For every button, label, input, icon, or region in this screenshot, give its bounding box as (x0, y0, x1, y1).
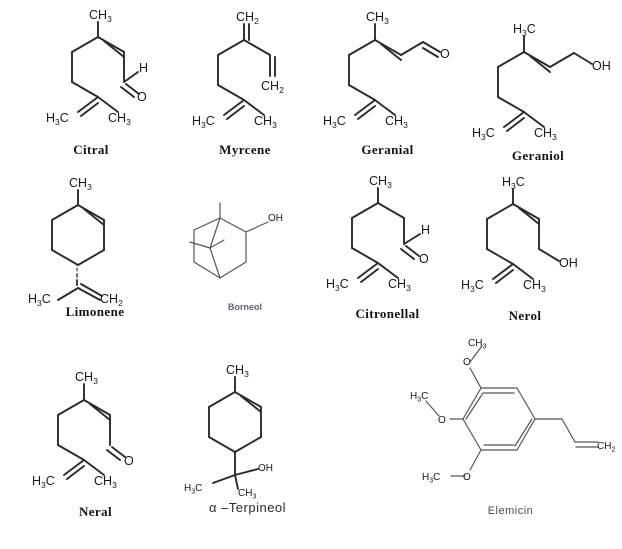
label-geraniol: Geraniol (511, 148, 565, 163)
label-citral: Citral (73, 142, 109, 157)
borneol-hydroxyl: OH (268, 213, 283, 224)
label-limonene: Limonene (65, 304, 125, 319)
structure-borneol: OH Borneol (180, 200, 310, 325)
label-citronellal: Citronellal (355, 306, 420, 321)
citral-methyl-left: H3C (46, 111, 69, 127)
alpha-terpineol-methyl-right: CH3 (238, 488, 256, 501)
label-nerol: Nerol (508, 308, 542, 323)
neral-methyl-left: H3C (32, 474, 55, 490)
geraniol-methyl-top: H3C (513, 22, 536, 38)
label-geranial: Geranial (361, 142, 414, 157)
geraniol-hydroxyl: OH (592, 59, 611, 73)
structure-citral: CH3 H O H3C CH3 Citral (26, 4, 156, 164)
citronellal-methyl-top: CH3 (369, 174, 392, 190)
citronellal-skeleton: CH3 H O H3C CH3 (326, 174, 430, 293)
elemicin-methoxy-bottom-o: O (463, 472, 471, 483)
structure-limonene: CH3 H3C CH2 Limonene (28, 172, 160, 327)
label-myrcene: Myrcene (219, 142, 271, 157)
limonene-methyl-top: CH3 (69, 176, 92, 192)
alpha-terpineol-skeleton: OH H3C CH3 CH3 (184, 363, 273, 501)
nerol-skeleton: H3C OH H3C CH3 (461, 175, 578, 294)
elemicin-methoxy-top-methyl: CH3 (468, 338, 486, 351)
myrcene-methylene-top: CH2 (236, 10, 259, 26)
nerol-hydroxyl: OH (559, 256, 578, 270)
label-borneol: Borneol (227, 302, 262, 312)
elemicin-methoxy-left-methyl: H3C (410, 391, 428, 404)
neral-skeleton: CH3 O H3C CH3 (32, 370, 134, 490)
myrcene-skeleton: CH2 CH2 H3C CH3 (192, 10, 284, 130)
elemicin-methoxy-left-o: O (438, 415, 446, 426)
geranial-methyl-right: CH3 (385, 114, 408, 130)
nerol-methyl-top: H3C (502, 175, 525, 191)
citral-methyl-right: CH3 (108, 111, 131, 127)
geranial-methyl-top: CH3 (366, 10, 389, 26)
structure-nerol: H3C OH H3C CH3 Nerol (455, 172, 595, 328)
citronellal-methyl-right: CH3 (388, 277, 411, 293)
geranial-methyl-left: H3C (323, 114, 346, 130)
elemicin-methoxy-bottom-methyl: H3C (422, 472, 440, 485)
elemicin-methoxy-top-o: O (463, 357, 471, 368)
neral-carbonyl-o: O (124, 454, 134, 468)
geranial-carbonyl-o: O (440, 47, 450, 61)
structure-geranial: CH3 O H3C CH3 Geranial (320, 4, 455, 164)
limonene-methyl-left: H3C (28, 292, 51, 308)
structure-neral: CH3 O H3C CH3 Neral (28, 360, 163, 520)
neral-methyl-right: CH3 (94, 474, 117, 490)
citral-methyl-top: CH3 (89, 8, 112, 24)
citral-carbonyl-o: O (137, 90, 147, 104)
limonene-skeleton: CH3 H3C CH2 (28, 176, 123, 308)
myrcene-methyl-right: CH3 (254, 114, 277, 130)
elemicin-skeleton: CH3 O H3C O O H3C CH2 (410, 338, 615, 485)
structure-alpha-terpineol: OH H3C CH3 CH3 α –Terpineol (180, 358, 315, 523)
label-neral: Neral (78, 504, 113, 519)
citronellal-methyl-left: H3C (326, 277, 349, 293)
structure-elemicin: CH3 O H3C O O H3C CH2 Elemicin (408, 338, 615, 540)
alpha-terpineol-methyl-left: H3C (184, 483, 202, 496)
geraniol-methyl-right: CH3 (534, 126, 557, 142)
myrcene-methyl-left: H3C (192, 114, 215, 130)
label-elemicin: Elemicin (487, 505, 534, 517)
citronellal-carbonyl-o: O (419, 252, 429, 266)
structure-citronellal: CH3 H O H3C CH3 Citronellal (320, 170, 455, 328)
limonene-methylene: CH2 (100, 292, 123, 308)
nerol-methyl-right: CH3 (523, 278, 546, 294)
alpha-terpineol-hydroxyl: OH (258, 463, 273, 474)
structure-myrcene: CH2 CH2 H3C CH3 Myrcene (180, 4, 310, 164)
myrcene-methylene-right: CH2 (261, 79, 284, 95)
nerol-methyl-left: H3C (461, 278, 484, 294)
neral-methyl-top: CH3 (75, 370, 98, 386)
alpha-terpineol-methyl-top: CH3 (226, 363, 249, 379)
citral-aldehyde-h: H (139, 61, 148, 75)
geranial-skeleton: CH3 O H3C CH3 (323, 10, 450, 130)
citral-skeleton: CH3 H O H3C CH3 (46, 8, 148, 127)
citronellal-aldehyde-h: H (421, 223, 430, 237)
label-alpha-terpineol: α –Terpineol (208, 500, 287, 515)
structure-geraniol: H3C OH H3C CH3 Geraniol (468, 10, 611, 170)
geraniol-skeleton: H3C OH H3C CH3 (472, 22, 611, 142)
geraniol-methyl-left: H3C (472, 126, 495, 142)
elemicin-terminal-methylene: CH2 (597, 441, 615, 454)
borneol-skeleton: OH (189, 202, 283, 279)
